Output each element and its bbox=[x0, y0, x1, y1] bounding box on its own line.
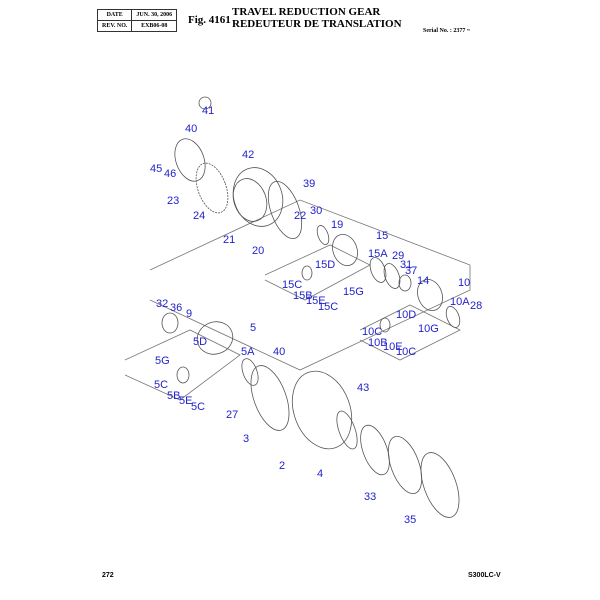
callout-4: 4 bbox=[317, 468, 324, 480]
callout-5d: 5D bbox=[193, 336, 208, 348]
callout-31: 31 bbox=[400, 259, 413, 271]
callout-10a: 10A bbox=[450, 296, 470, 308]
callout-22: 22 bbox=[294, 210, 307, 222]
callout-14: 14 bbox=[417, 275, 430, 287]
callout-45: 45 bbox=[150, 163, 163, 175]
callout-19: 19 bbox=[331, 219, 344, 231]
page-title: TRAVEL REDUCTION GEAR REDEUTEUR DE TRANS… bbox=[232, 6, 402, 30]
callout-24: 24 bbox=[193, 210, 206, 222]
callout-5c: 5C bbox=[154, 379, 169, 391]
callout-10g: 10G bbox=[418, 323, 439, 335]
callout-35: 35 bbox=[404, 514, 417, 526]
callout-41: 41 bbox=[202, 105, 215, 117]
parts bbox=[161, 96, 461, 518]
callout-15c: 15C bbox=[318, 301, 339, 313]
callout-10: 10 bbox=[458, 277, 471, 289]
callout-30: 30 bbox=[310, 205, 323, 217]
callout-15e: 15E bbox=[306, 295, 326, 307]
callout-15d: 15D bbox=[315, 259, 336, 271]
model-code: S300LC-V bbox=[468, 572, 501, 579]
callout-3: 3 bbox=[243, 433, 250, 445]
callout-5: 5 bbox=[250, 322, 257, 334]
callout-39: 39 bbox=[303, 178, 316, 190]
callout-2: 2 bbox=[279, 460, 286, 472]
callout-15c: 15C bbox=[282, 279, 303, 291]
callout-32: 32 bbox=[156, 298, 169, 310]
callout-15g: 15G bbox=[343, 286, 364, 298]
title-french: REDEUTEUR DE TRANSLATION bbox=[232, 18, 402, 30]
callout-42: 42 bbox=[242, 149, 255, 161]
callout-9: 9 bbox=[186, 308, 193, 320]
callout-15b: 15B bbox=[293, 290, 313, 302]
callout-40: 40 bbox=[185, 123, 198, 135]
serial-number: Serial No. : 2377 ~ bbox=[423, 28, 470, 34]
page-number: 272 bbox=[102, 572, 114, 579]
callout-5b: 5B bbox=[167, 390, 181, 402]
callout-10c: 10C bbox=[396, 346, 417, 358]
callout-29: 29 bbox=[392, 250, 405, 262]
callout-10d: 10D bbox=[396, 309, 417, 321]
callout-36: 36 bbox=[170, 302, 183, 314]
rev-value: EXB06-08 bbox=[131, 20, 178, 32]
title-english: TRAVEL REDUCTION GEAR bbox=[232, 6, 381, 18]
callout-10b: 10B bbox=[368, 337, 388, 349]
callout-23: 23 bbox=[167, 195, 180, 207]
callout-28: 28 bbox=[470, 300, 483, 312]
callout-43: 43 bbox=[357, 382, 370, 394]
callout-37: 37 bbox=[405, 265, 418, 277]
callout-46: 46 bbox=[164, 168, 177, 180]
callout-5c: 5C bbox=[191, 401, 206, 413]
figure-number: Fig. 4161 bbox=[188, 14, 231, 26]
callout-10c: 10C bbox=[362, 326, 383, 338]
callout-15: 15 bbox=[376, 230, 389, 242]
callout-5a: 5A bbox=[241, 346, 255, 358]
callout-27: 27 bbox=[226, 409, 239, 421]
callout-33: 33 bbox=[364, 491, 377, 503]
callout-10e: 10E bbox=[383, 341, 403, 353]
callout-20: 20 bbox=[252, 245, 265, 257]
callout-5e: 5E bbox=[179, 395, 193, 407]
callout-15a: 15A bbox=[368, 248, 388, 260]
callout-40: 40 bbox=[273, 346, 286, 358]
rev-label: REV. NO. bbox=[96, 20, 133, 32]
callout-5g: 5G bbox=[155, 355, 170, 367]
callout-21: 21 bbox=[223, 234, 236, 246]
